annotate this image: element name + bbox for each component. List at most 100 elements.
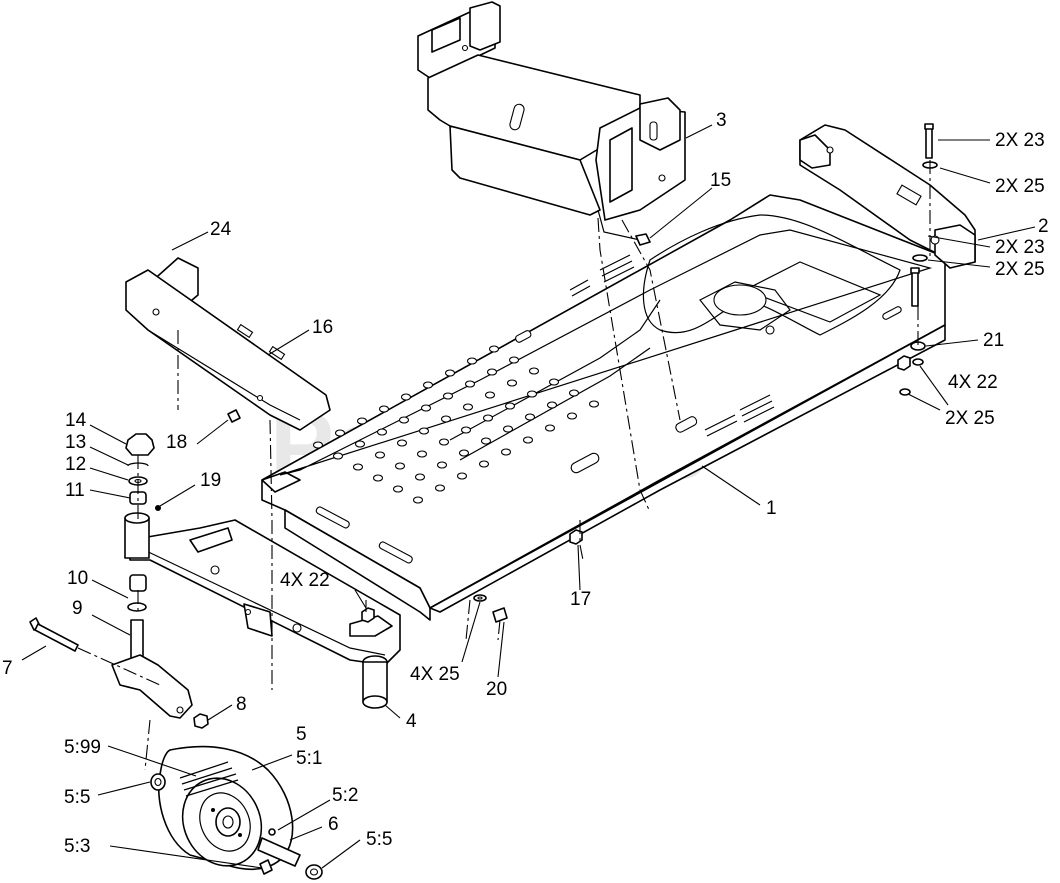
part-1-frame[interactable]: [261, 194, 946, 621]
callout-2x23-mid[interactable]: 2X 23: [995, 237, 1045, 258]
part-17-nut[interactable]: [569, 529, 583, 545]
callout-8[interactable]: 8: [236, 694, 247, 715]
part-5-5-right-spacer[interactable]: [305, 864, 323, 880]
floor-hole: [374, 451, 386, 459]
part-10-bearing[interactable]: [129, 574, 147, 592]
callout-labels: 3 15 2X 23 2X 25 2 2X 23 2X 25 21 4X 22 …: [2, 110, 1049, 857]
part-2-rear-bracket[interactable]: [799, 124, 976, 269]
part-4-front-axle[interactable]: [129, 519, 401, 709]
callout-20[interactable]: 20: [486, 679, 507, 700]
part-19-fitting[interactable]: [155, 505, 161, 511]
floor-hole: [412, 496, 424, 504]
floor-hole: [392, 485, 404, 493]
callout-6[interactable]: 6: [328, 814, 339, 835]
part-9-fork[interactable]: [111, 654, 193, 719]
callout-5-3[interactable]: 5:3: [64, 836, 90, 857]
callout-2[interactable]: 2: [1038, 216, 1049, 237]
callout-16[interactable]: 16: [312, 317, 333, 338]
part-16-front-plate[interactable]: [125, 269, 331, 431]
floor-hole: [508, 356, 520, 364]
floor-hole: [466, 357, 478, 365]
part-22-nuts-right[interactable]: [897, 355, 924, 396]
callout-5-2[interactable]: 5:2: [332, 785, 358, 806]
callout-2x23-top[interactable]: 2X 23: [995, 130, 1045, 151]
floor-hole: [506, 379, 518, 387]
floor-hole: [502, 425, 514, 433]
callout-9[interactable]: 9: [72, 598, 83, 619]
part-22-nut-left[interactable]: [361, 607, 375, 623]
callout-24[interactable]: 24: [210, 219, 232, 240]
callout-2x25-top[interactable]: 2X 25: [995, 176, 1045, 197]
callout-5[interactable]: 5: [296, 724, 307, 745]
floor-hole: [462, 403, 474, 411]
callout-21[interactable]: 21: [983, 330, 1004, 351]
callout-2x25-mid[interactable]: 2X 25: [995, 259, 1045, 280]
part-5-99-decal[interactable]: [179, 761, 239, 797]
callout-4x25[interactable]: 4X 25: [410, 664, 460, 685]
callout-10[interactable]: 10: [67, 568, 88, 589]
floor-hole: [482, 414, 494, 422]
callout-13[interactable]: 13: [65, 432, 86, 453]
callout-4x22-left[interactable]: 4X 22: [280, 570, 330, 591]
part-8-nut[interactable]: [193, 713, 209, 729]
floor-hole: [420, 404, 432, 412]
floor-hole: [394, 462, 406, 470]
part-25-washer-front[interactable]: [473, 594, 487, 602]
floor-hole: [396, 439, 408, 447]
floor-hole: [418, 427, 430, 435]
floor-hole: [356, 417, 368, 425]
part-5-3-valve[interactable]: [259, 859, 273, 875]
callout-1[interactable]: 1: [766, 498, 777, 519]
floor-hole: [312, 441, 324, 449]
callout-19[interactable]: 19: [200, 470, 221, 491]
caster-stack[interactable]: [29, 433, 209, 729]
floor-hole: [500, 448, 512, 456]
floor-hole: [484, 391, 496, 399]
part-14-cap[interactable]: [125, 433, 155, 456]
callout-4x22-right[interactable]: 4X 22: [948, 372, 998, 393]
floor-hole: [378, 405, 390, 413]
callout-14[interactable]: 14: [65, 410, 87, 431]
part-3-seat-bracket[interactable]: [417, 1, 686, 241]
callout-3[interactable]: 3: [716, 110, 727, 131]
floor-hole: [444, 369, 456, 377]
floor-hole: [354, 440, 366, 448]
leader-lines: [21, 124, 1036, 869]
part-7-bolt[interactable]: [29, 617, 79, 652]
floor-hole: [442, 392, 454, 400]
callout-5-99[interactable]: 5:99: [64, 737, 101, 758]
floor-hole: [526, 390, 538, 398]
part-15-bolt[interactable]: [635, 233, 651, 246]
callout-17[interactable]: 17: [570, 589, 591, 610]
part-20-bolt[interactable]: [492, 607, 508, 623]
callout-5-1[interactable]: 5:1: [296, 748, 322, 769]
floor-hole: [438, 438, 450, 446]
part-18-bolt[interactable]: [227, 409, 241, 423]
callout-12[interactable]: 12: [65, 454, 86, 475]
callout-2x25-low[interactable]: 2X 25: [945, 408, 995, 429]
floor-hole: [398, 416, 410, 424]
callout-5-5-right[interactable]: 5:5: [366, 829, 392, 850]
floor-perforations: [312, 345, 600, 504]
floor-hole: [488, 345, 500, 353]
floor-hole: [544, 424, 556, 432]
part-5-wheel[interactable]: [150, 745, 294, 879]
floor-hole: [478, 460, 490, 468]
floor-hole: [436, 461, 448, 469]
part-5-2-fitting[interactable]: [268, 828, 276, 836]
callout-11[interactable]: 11: [65, 480, 85, 501]
callout-18[interactable]: 18: [166, 432, 187, 453]
part-6-axle-bolt[interactable]: [257, 837, 301, 867]
floor-hole: [416, 450, 428, 458]
floor-hole: [568, 389, 580, 397]
callout-4[interactable]: 4: [406, 711, 417, 732]
callout-15[interactable]: 15: [710, 170, 731, 191]
floor-hole: [486, 368, 498, 376]
callout-5-5-left[interactable]: 5:5: [64, 787, 90, 808]
callout-7[interactable]: 7: [2, 658, 13, 679]
alignment-lines: [77, 160, 931, 771]
part-5-5-left-spacer[interactable]: [150, 773, 166, 791]
floor-hole: [524, 413, 536, 421]
floor-hole: [480, 437, 492, 445]
